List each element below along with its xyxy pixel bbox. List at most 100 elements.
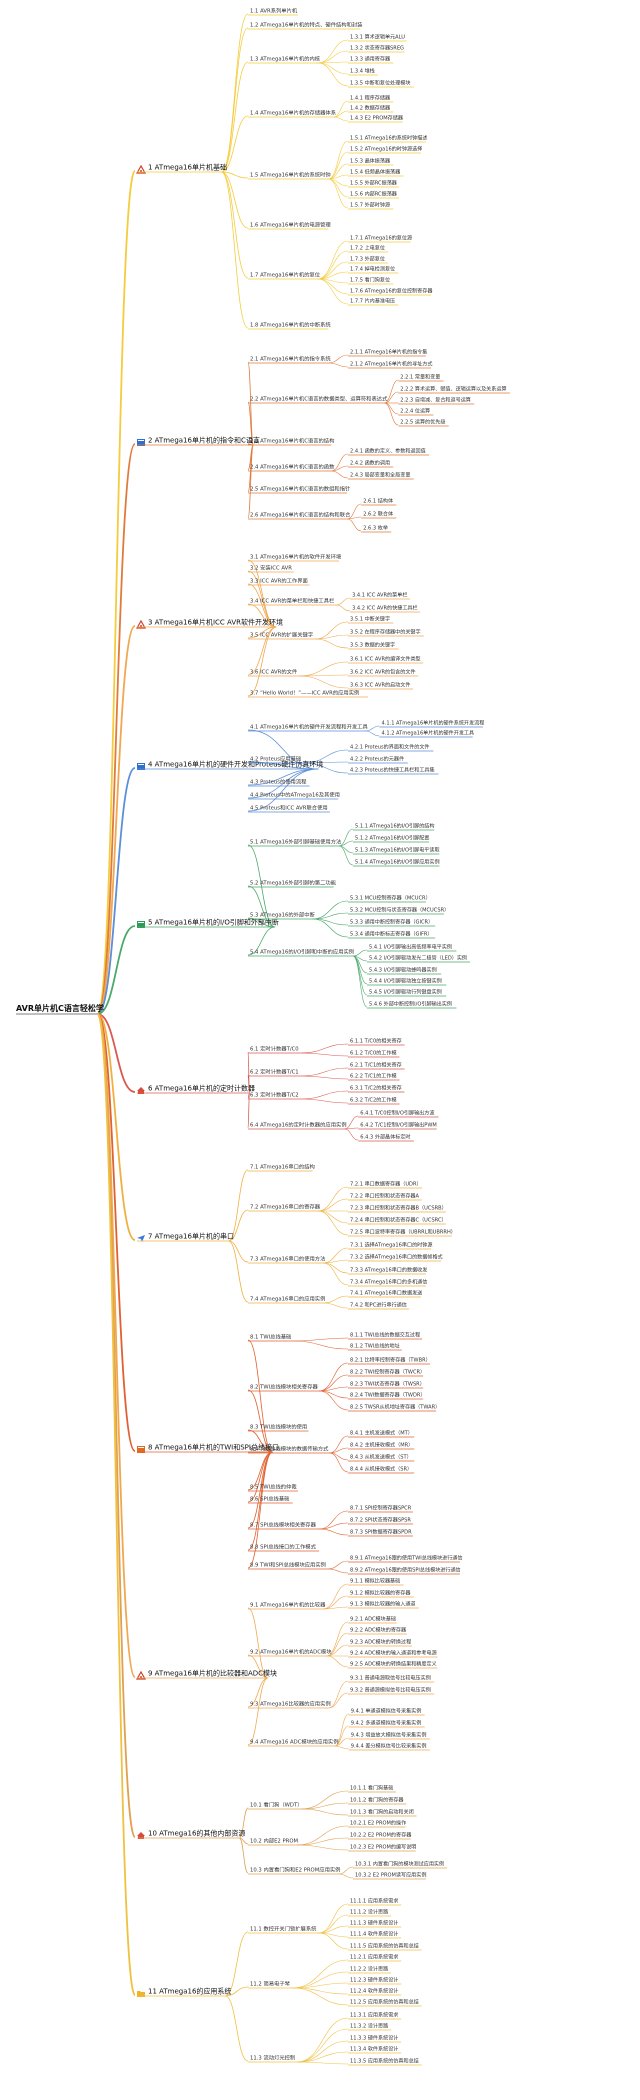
- subsection-item[interactable]: 6.3.1 T/C2的相关寄存: [350, 1085, 402, 1092]
- subsection-item[interactable]: 8.9.2 ATmega16跟的使用SPI总线模块进行通信: [350, 1567, 461, 1574]
- section-1-5[interactable]: 1.5 ATmega16单片机的系统时钟: [250, 171, 331, 179]
- section-8-9[interactable]: 8.9 TWI和SPI总线模块应用实例: [250, 1561, 326, 1569]
- subsection-item[interactable]: 1.3.3 通用寄存器: [350, 56, 390, 63]
- section-8-5[interactable]: 8.5 TWI总线的仲裁: [250, 1483, 297, 1491]
- section-7-1[interactable]: 7.1 ATmega16串口的结构: [250, 1163, 315, 1171]
- root-topic[interactable]: AVR单片机C语言轻松学: [16, 1003, 104, 1013]
- subsection-item[interactable]: 2.2.5 运算的优先级: [400, 419, 445, 426]
- subsection-item[interactable]: 3.5.2 在程序存储器中的关键字: [350, 629, 421, 636]
- subsection-item[interactable]: 3.4.2 ICC AVR的快捷工具栏: [352, 605, 418, 612]
- section-10-3[interactable]: 10.3 内置看门狗和E2 PROM应用实例: [250, 1866, 340, 1874]
- subsection-item[interactable]: 1.7.3 外部复位: [350, 256, 385, 263]
- subsection-item[interactable]: 2.6.1 结构体: [363, 498, 393, 505]
- subsection-item[interactable]: 8.2.3 TWI状态寄存器（TWSR）: [350, 1381, 425, 1388]
- subsection-item[interactable]: 10.2.3 E2 PROM的编写说明: [350, 1844, 416, 1851]
- subsection-item[interactable]: 10.3.1 内置看门狗的模块测试应用实例: [355, 1861, 444, 1868]
- section-3-4[interactable]: 3.4 ICC AVR的菜单栏和快捷工具栏: [250, 597, 335, 605]
- section-8-1[interactable]: 8.1 TWI总线基础: [250, 1333, 291, 1341]
- subsection-item[interactable]: 8.4.4 从机接收模式（SR）: [350, 1466, 412, 1473]
- section-7-3[interactable]: 7.3 ATmega16串口的使用方法: [250, 1255, 325, 1263]
- subsection-item[interactable]: 6.4.1 T/C0控制I/O引脚输出方波: [360, 1110, 434, 1117]
- subsection-item[interactable]: 6.1.1 T/C0的相关寄存: [350, 1038, 402, 1045]
- subsection-item[interactable]: 9.2.3 ADC模块的转换过程: [350, 1639, 411, 1646]
- subsection-item[interactable]: 7.4.1 ATmega16串口数据发送: [350, 1290, 422, 1297]
- subsection-item[interactable]: 6.3.2 T/C2的工作模: [350, 1097, 397, 1104]
- section-3-2[interactable]: 3.2 安装ICC AVR: [250, 564, 292, 572]
- subsection-item[interactable]: 2.2.4 位运算: [400, 408, 430, 415]
- subsection-item[interactable]: 11.1.2 设计思路: [350, 1909, 388, 1916]
- section-10-1[interactable]: 10.1 看门狗（WDT）: [250, 1801, 303, 1809]
- subsection-item[interactable]: 8.4.2 主机接收模式（MR）: [350, 1442, 413, 1449]
- subsection-item[interactable]: 8.4.1 主机发送模式（MT）: [350, 1430, 413, 1437]
- subsection-item[interactable]: 7.2.2 串口控制和状态寄存器A: [350, 1193, 420, 1200]
- subsection-item[interactable]: 2.1.1 ATmega16单片机的指令集: [350, 349, 427, 356]
- section-8-6[interactable]: 8.6 SPI总线基础: [250, 1495, 289, 1503]
- section-8-8[interactable]: 8.8 SPI总线接口的工作模式: [250, 1543, 317, 1551]
- subsection-item[interactable]: 1.4.1 程序存储器: [350, 95, 390, 102]
- section-3-1[interactable]: 3.1 ATmega16单片机的软件开发环境: [250, 553, 342, 561]
- subsection-item[interactable]: 8.1.1 TWI总线的数据交互过程: [350, 1332, 420, 1339]
- chapter-11-topic[interactable]: 11 ATmega16的应用系统: [148, 1987, 231, 1996]
- subsection-item[interactable]: 9.3.2 普通源模拟信号比较电压实例: [350, 1687, 431, 1694]
- section-6-3[interactable]: 6.3 定时计数器T/C2: [250, 1091, 299, 1099]
- section-4-1[interactable]: 4.1 ATmega16单片机的硬件开发流程和开发工具: [250, 723, 368, 731]
- subsection-item[interactable]: 5.3.3 通用中断控制寄存器（GICR）: [350, 919, 433, 926]
- subsection-item[interactable]: 8.2.5 TWSR从机地址寄存器（TWAR）: [350, 1404, 440, 1411]
- subsection-item[interactable]: 5.1.4 ATmega16的I/O引脚应用实例: [355, 859, 440, 866]
- subsection-item[interactable]: 1.3.5 中断和复位处理模块: [350, 80, 410, 87]
- subsection-item[interactable]: 9.4.1 单通道模拟信号采集实例: [351, 1708, 422, 1715]
- subsection-item[interactable]: 1.5.5 外部RC振荡器: [350, 180, 397, 187]
- subsection-item[interactable]: 9.1.3 模拟比较器的输入通道: [350, 1601, 416, 1608]
- chapter-7-topic[interactable]: 7 ATmega16单片机的串口: [148, 1232, 234, 1241]
- subsection-item[interactable]: 2.2.2 算术运算、赋值、逻辑运算以及关系运算: [400, 386, 506, 393]
- subsection-item[interactable]: 5.3.4 通用中断标志寄存器（GIFR）: [350, 931, 433, 938]
- section-2-1[interactable]: 2.1 ATmega16单片机的指令系统: [250, 355, 331, 363]
- subsection-item[interactable]: 7.3.3 ATmega16串口的数据收发: [350, 1267, 427, 1274]
- subsection-item[interactable]: 1.7.1 ATmega16的复位源: [350, 235, 412, 242]
- subsection-item[interactable]: 2.6.2 联合体: [363, 511, 393, 518]
- subsection-item[interactable]: 11.2.5 应用系统的仿真和总结: [350, 1999, 419, 2006]
- subsection-item[interactable]: 11.2.4 软件系统设计: [350, 1988, 398, 1995]
- chapter-5-topic[interactable]: 5 ATmega16单片机的I/O引脚和外部中断: [148, 918, 279, 927]
- subsection-item[interactable]: 9.2.2 ADC模块的寄存器: [350, 1627, 406, 1634]
- subsection-item[interactable]: 3.5.1 中断关键字: [350, 616, 390, 623]
- section-4-3[interactable]: 4.3 Proteus的使用流程: [250, 778, 307, 786]
- subsection-item[interactable]: 5.4.6 外部中断控制I/O引脚输出实例: [369, 1001, 452, 1008]
- section-8-4[interactable]: 8.4 TWI总线模块的数据传输方式: [250, 1445, 329, 1453]
- subsection-item[interactable]: 7.3.2 选择ATmega16串口的数据帧格式: [350, 1254, 443, 1261]
- subsection-item[interactable]: 7.2.5 串口波特率寄存器（UBRRL和UBRRH）: [350, 1229, 456, 1236]
- subsection-item[interactable]: 1.5.1 ATmega16的系统时钟描述: [350, 135, 427, 142]
- subsection-item[interactable]: 6.2.2 T/C1的工作模: [350, 1073, 397, 1080]
- subsection-item[interactable]: 1.5.4 低频晶体振荡器: [350, 169, 400, 176]
- subsection-item[interactable]: 8.9.1 ATmega16跟的使用TWI总线模块进行通信: [350, 1555, 463, 1562]
- subsection-item[interactable]: 11.3.5 应用系统的仿真和总结: [350, 2058, 419, 2065]
- subsection-item[interactable]: 10.2.2 E2 PROM的寄存器: [350, 1832, 411, 1839]
- subsection-item[interactable]: 11.3.2 设计思路: [350, 2023, 388, 2030]
- chapter-10-topic[interactable]: 10 ATmega16的其他内部资源: [148, 1829, 245, 1838]
- subsection-item[interactable]: 9.4.2 多通道模拟信号采集实例: [351, 1720, 422, 1727]
- subsection-item[interactable]: 3.6.1 ICC AVR的编译文件类型: [350, 656, 421, 663]
- subsection-item[interactable]: 5.4.3 I/O引脚驱动蜂鸣器实例: [369, 967, 437, 974]
- section-3-5[interactable]: 3.5 ICC AVR的扩展关键字: [250, 631, 313, 639]
- section-2-4[interactable]: 2.4 ATmega16单片机C语言的函数: [250, 463, 335, 471]
- section-6-1[interactable]: 6.1 定时计数器T/C0: [250, 1045, 299, 1053]
- subsection-item[interactable]: 9.1.2 模拟比较器的寄存器: [350, 1590, 410, 1597]
- subsection-item[interactable]: 7.2.4 串口控制和状态寄存器C（UCSRC）: [350, 1217, 447, 1224]
- subsection-item[interactable]: 1.7.2 上电复位: [350, 245, 385, 252]
- subsection-item[interactable]: 11.1.1 应用系统需求: [350, 1898, 398, 1905]
- subsection-item[interactable]: 3.6.3 ICC AVR的启动文件: [350, 682, 410, 689]
- subsection-item[interactable]: 8.4.3 从机发送模式（ST）: [350, 1454, 412, 1461]
- chapter-2-topic[interactable]: 2 ATmega16单片机的指令和C语言: [148, 436, 260, 445]
- subsection-item[interactable]: 7.2.1 串口数据寄存器（UDR）: [350, 1181, 422, 1188]
- subsection-item[interactable]: 1.7.6 ATmega16的复位控制寄存器: [350, 288, 432, 295]
- section-7-4[interactable]: 7.4 ATmega16串口的应用实例: [250, 1295, 325, 1303]
- subsection-item[interactable]: 5.1.1 ATmega16的I/O引脚的结构: [355, 823, 435, 830]
- subsection-item[interactable]: 11.3.3 硬件系统设计: [350, 2035, 398, 2042]
- section-5-1[interactable]: 5.1 ATmega16外部引脚基础使用方法: [250, 838, 341, 846]
- chapter-1-topic[interactable]: 1 ATmega16单片机基础: [148, 163, 227, 172]
- subsection-item[interactable]: 1.4.3 E2 PROM存储器: [350, 115, 403, 122]
- section-11-1[interactable]: 11.1 数控开关门锁扩展系统: [250, 1925, 317, 1933]
- section-6-4[interactable]: 6.4 ATmega16的定时计数器的应用实例: [250, 1121, 347, 1129]
- subsection-item[interactable]: 1.3.2 状态寄存器SREG: [350, 45, 404, 52]
- subsection-item[interactable]: 1.7.7 片内基准电压: [350, 298, 395, 305]
